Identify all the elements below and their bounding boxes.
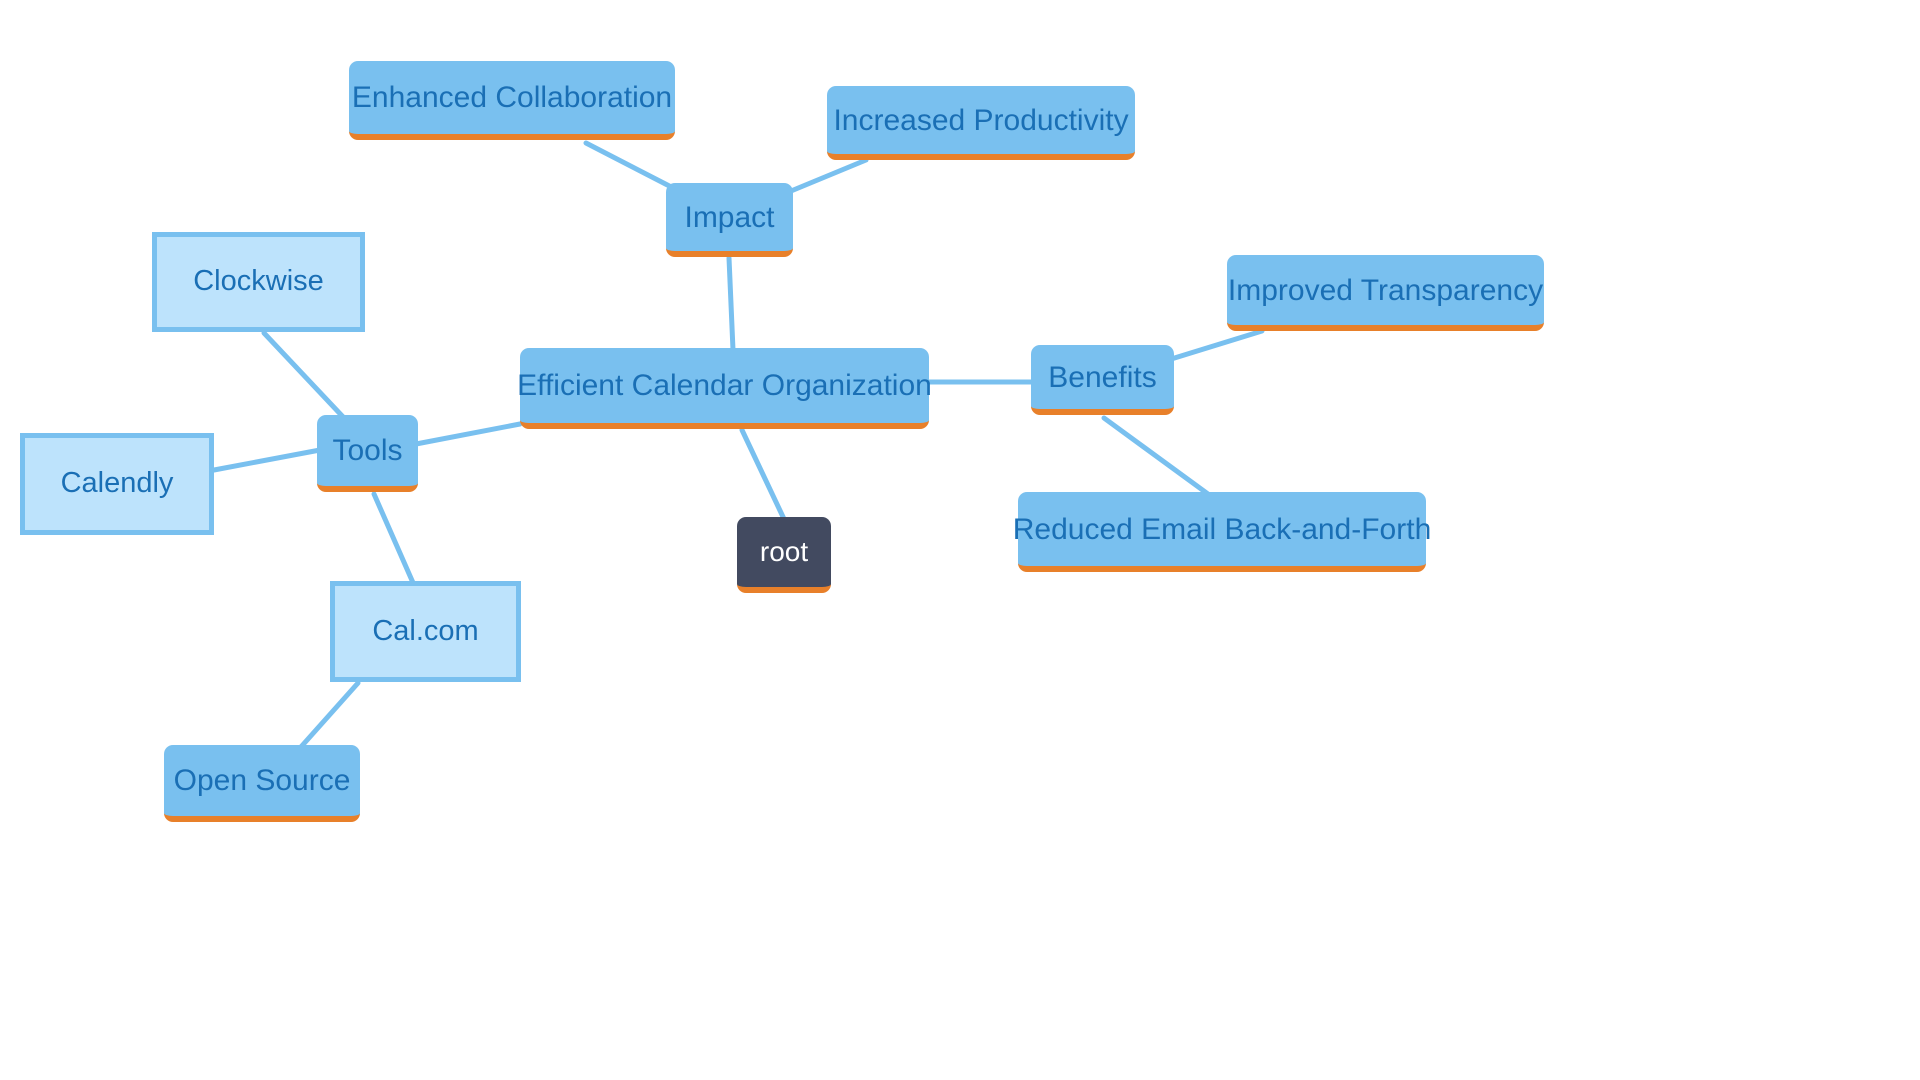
node-impact[interactable]: Impact (666, 183, 793, 257)
node-calendly[interactable]: Calendly (20, 433, 214, 535)
edge-efficient-calendar-organization-to-root (739, 427, 787, 522)
node-reduced-email[interactable]: Reduced Email Back-and-Forth (1013, 492, 1431, 572)
node-label-clockwise: Clockwise (193, 265, 324, 298)
node-label-improved-transparency: Improved Transparency (1227, 273, 1544, 307)
node-label-impact: Impact (684, 200, 775, 234)
node-benefits[interactable]: Benefits (1031, 345, 1174, 415)
edge-tools-to-cal-com (371, 491, 417, 588)
edge-clockwise-to-tools (261, 330, 348, 422)
node-label-tools: Tools (332, 434, 403, 467)
edge-efficient-calendar-organization-to-tools (413, 421, 523, 447)
node-label-cal-com: Cal.com (372, 614, 479, 647)
edge-impact-to-efficient-calendar-organization (726, 255, 736, 353)
node-label-calendly: Calendly (60, 467, 174, 500)
edge-enhanced-collaboration-to-impact (583, 140, 684, 195)
edge-improved-transparency-to-benefits (1165, 328, 1265, 363)
node-efficient-calendar-organization[interactable]: Efficient Calendar Organization (517, 348, 932, 429)
node-label-efficient-calendar-organization: Efficient Calendar Organization (517, 369, 932, 402)
node-cal-com[interactable]: Cal.com (330, 581, 521, 682)
node-enhanced-collaboration[interactable]: Enhanced Collaboration (349, 61, 675, 140)
edge-calendly-to-tools (211, 447, 323, 473)
node-root[interactable]: root (737, 517, 831, 593)
node-increased-productivity[interactable]: Increased Productivity (827, 86, 1135, 160)
edge-benefits-to-reduced-email (1101, 415, 1211, 497)
edge-cal-com-to-open-source (297, 680, 361, 751)
node-label-reduced-email: Reduced Email Back-and-Forth (1012, 512, 1432, 546)
node-label-root: root (759, 535, 809, 567)
node-clockwise[interactable]: Clockwise (152, 232, 365, 332)
node-improved-transparency[interactable]: Improved Transparency (1227, 255, 1544, 331)
node-label-open-source: Open Source (173, 764, 351, 797)
node-label-benefits: Benefits (1048, 360, 1157, 394)
node-open-source[interactable]: Open Source (164, 745, 360, 822)
node-tools[interactable]: Tools (317, 415, 418, 492)
node-label-increased-productivity: Increased Productivity (833, 103, 1129, 137)
node-label-enhanced-collaboration: Enhanced Collaboration (351, 81, 673, 114)
edge-increased-productivity-to-impact (788, 157, 869, 194)
